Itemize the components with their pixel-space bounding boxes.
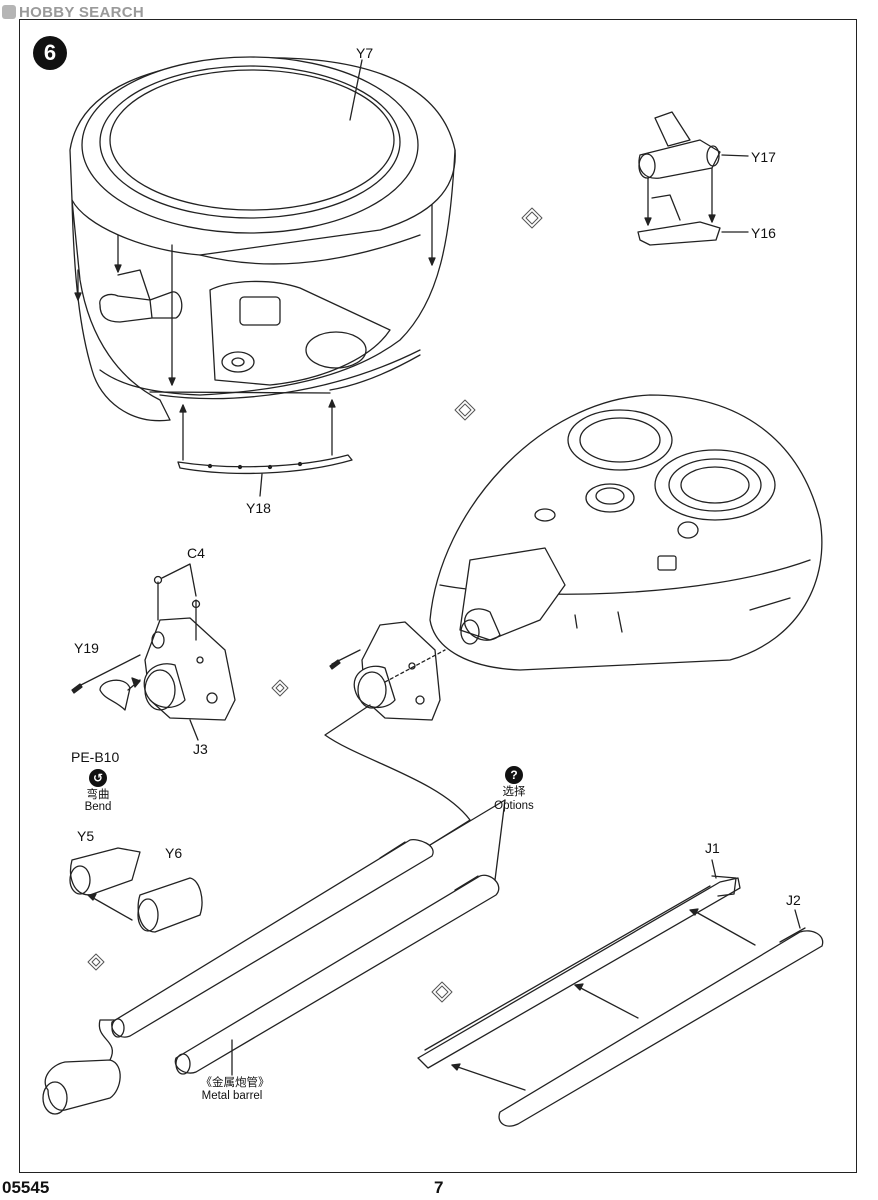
muzzle-parts [42, 847, 203, 1115]
part-label-y18: Y18 [246, 500, 271, 516]
direction-arrows [87, 207, 543, 1003]
watermark: HOBBY SEARCH [2, 4, 144, 22]
page-frame [19, 19, 857, 1173]
part-label-y16: Y16 [751, 225, 776, 241]
product-code: 05545 [2, 1178, 50, 1197]
metal-barrel-note-cn: 《金属炮管》 [200, 1077, 270, 1089]
turret-body [429, 394, 823, 671]
part-label-j1: J1 [705, 840, 720, 856]
part-label-y6: Y6 [165, 845, 183, 861]
part-label-y7: Y7 [356, 45, 374, 61]
mantlet-assembly-left [71, 563, 236, 741]
question-icon: ? [505, 766, 523, 784]
bend-note-en: Bend [84, 801, 112, 813]
options-note-cn: 选择 [502, 786, 526, 798]
watermark-text: HOBBY SEARCH [19, 4, 145, 21]
step-number-badge: 6 [33, 36, 67, 70]
options-note-en: Options [494, 800, 534, 812]
y17-y16-parts [637, 111, 749, 246]
watermark-logo [2, 5, 16, 19]
part-label-y19: Y19 [74, 640, 99, 656]
part-label-j3: J3 [193, 741, 208, 757]
part-label-y5: Y5 [77, 828, 95, 844]
bend-note-cn: 弯曲 [86, 789, 110, 801]
part-label-pe-b10: PE-B10 [71, 749, 120, 765]
barrels [111, 799, 506, 1076]
page-number: 7 [434, 1178, 444, 1197]
bend-icon: ↺ [89, 769, 107, 787]
mantlet-assembly-right [324, 621, 471, 846]
j1-j2-parts [417, 859, 824, 1127]
part-label-y17: Y17 [751, 149, 776, 165]
turret-ring-assembly [69, 56, 456, 497]
part-label-j2: J2 [786, 892, 801, 908]
metal-barrel-note-en: Metal barrel [201, 1090, 263, 1102]
part-label-c4: C4 [187, 545, 205, 561]
